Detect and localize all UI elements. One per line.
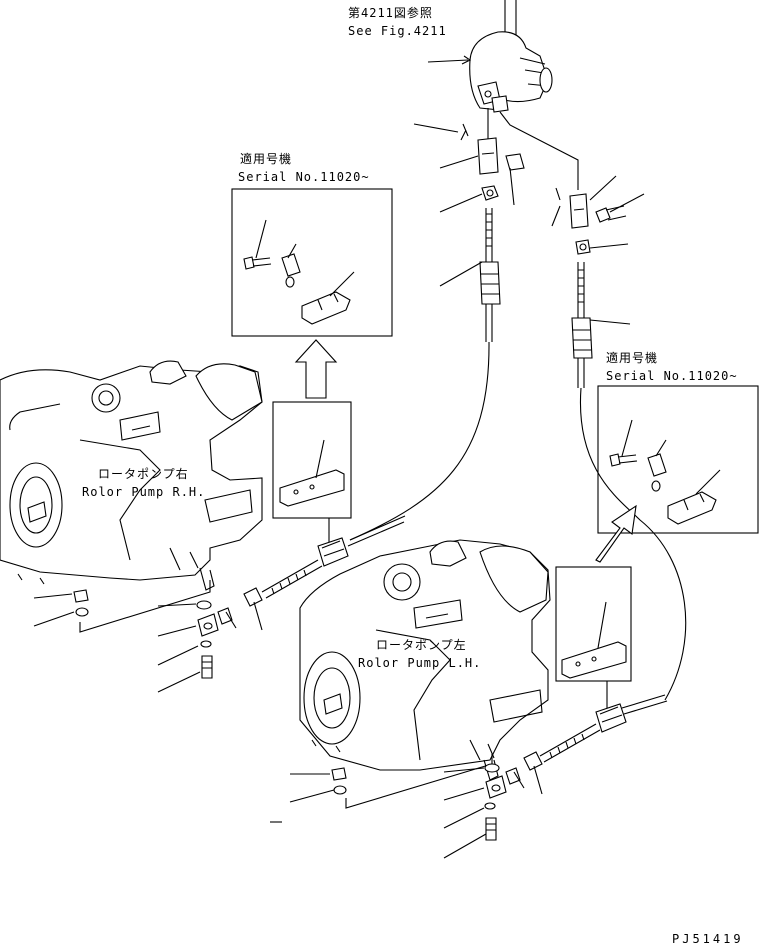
leader	[33, 593, 73, 599]
nut-right	[575, 239, 591, 255]
arrow-up-right	[595, 504, 637, 563]
serial-top-label-jp: 適用号機	[240, 152, 293, 166]
nut-left	[481, 185, 499, 201]
cable-end-left	[479, 208, 501, 342]
ref-leader	[427, 59, 469, 63]
hardware-lh	[331, 754, 525, 841]
ref-label-jp: 第4211図参照	[348, 6, 433, 20]
leader	[589, 243, 629, 249]
cable-fitting-lh	[523, 694, 668, 795]
leader	[443, 833, 487, 859]
serial-right-label-jp: 適用号機	[606, 351, 659, 365]
detail-box-left	[272, 401, 352, 519]
pump-rh-label-jp: ロータポンプ右	[98, 467, 189, 481]
pump-rh-label-en: Rolor Pump R.H.	[82, 485, 206, 499]
leader	[443, 767, 485, 773]
serial-right-label-en: Serial No.11020~	[606, 369, 738, 383]
cable-left	[349, 341, 490, 541]
hardware-rh	[73, 580, 237, 679]
leader	[439, 193, 483, 213]
bolt-right	[595, 205, 627, 223]
cable-end-right	[571, 262, 593, 388]
pump-lh-label-jp: ロータポンプ左	[376, 638, 467, 652]
leader	[157, 625, 197, 637]
leader	[329, 271, 355, 297]
linkage-right	[499, 111, 579, 190]
leader	[621, 419, 633, 457]
clevis-right	[551, 187, 589, 229]
leader	[589, 319, 631, 325]
leader	[695, 469, 721, 495]
detail-box-right	[555, 566, 632, 682]
leader	[33, 611, 75, 627]
rotor-pump-rh	[0, 360, 263, 591]
ref-label-en: See Fig.4211	[348, 24, 447, 38]
rotor-pump-lh	[299, 539, 551, 781]
cable-fitting-rh	[243, 515, 406, 631]
leader	[655, 439, 667, 457]
serial-top-label-en: Serial No.11020~	[238, 170, 370, 184]
leader	[439, 261, 483, 287]
leader	[157, 671, 201, 693]
leader	[443, 787, 485, 801]
drawing-number: PJ51419	[672, 932, 744, 946]
control-valve-top	[469, 0, 553, 113]
inset-box-top	[231, 188, 393, 337]
clevis-left	[460, 123, 499, 175]
leader	[589, 175, 617, 201]
cable-right	[579, 387, 687, 701]
leader	[157, 645, 199, 666]
pump-lh-label-en: Rolor Pump L.H.	[358, 656, 482, 670]
leader	[609, 193, 645, 213]
leader	[287, 243, 297, 259]
leader	[439, 155, 479, 169]
leader	[443, 807, 485, 829]
leader	[157, 603, 197, 607]
leader	[255, 219, 267, 259]
leader	[413, 123, 459, 133]
pin-left	[505, 153, 525, 206]
leader	[289, 789, 335, 803]
inset-box-right	[597, 385, 759, 534]
arrow-up-top	[294, 339, 338, 399]
